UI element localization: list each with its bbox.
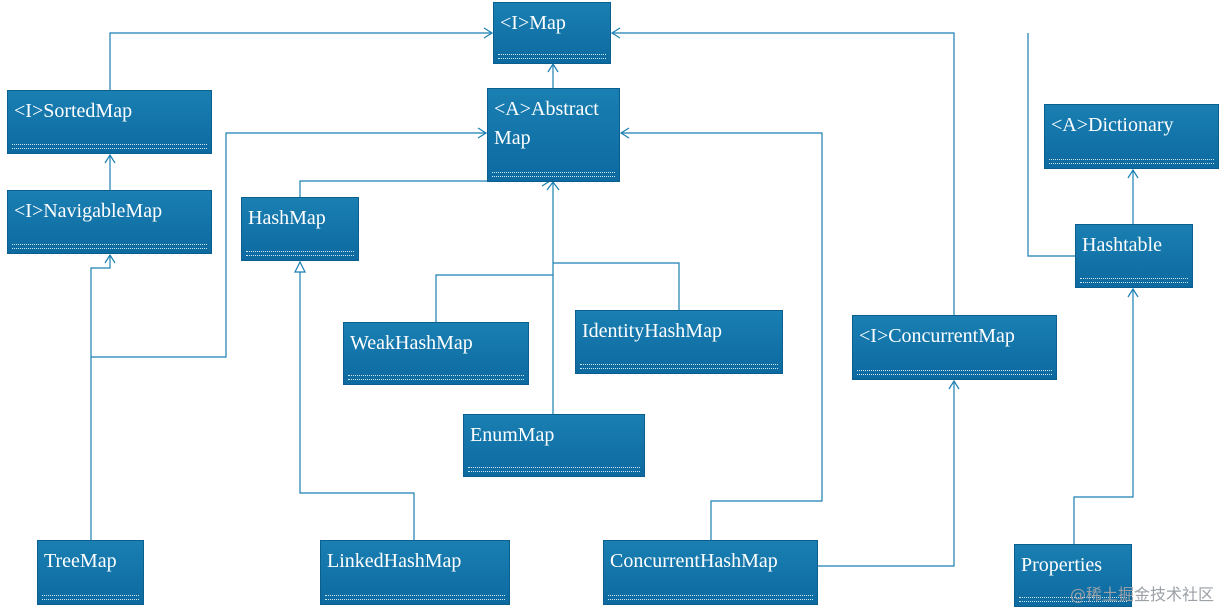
class-divider	[1049, 163, 1214, 164]
class-tree-map-label: TreeMap	[44, 550, 117, 572]
class-divider	[1049, 159, 1214, 160]
class-divider	[246, 251, 354, 252]
class-tree-map[interactable]: TreeMap	[37, 540, 144, 605]
class-properties[interactable]: Properties	[1014, 544, 1132, 607]
class-weak-hash-map[interactable]: WeakHashMap	[343, 322, 529, 385]
edge-concurrenthashmap-abstractmap	[621, 132, 823, 540]
class-divider	[325, 595, 505, 596]
arrowhead-abstractmap-right	[619, 127, 630, 139]
class-concurrent-hash-map-label: ConcurrentHashMap	[610, 550, 778, 572]
arrowhead-hashtable	[1127, 287, 1139, 298]
class-enum-map[interactable]: EnumMap	[463, 414, 645, 477]
class-divider	[1080, 278, 1188, 279]
class-divider	[12, 148, 207, 149]
class-navigable-map[interactable]: <I>NavigableMap	[7, 190, 212, 254]
edge-concurrenthashmap-concurrentmap	[818, 381, 955, 567]
class-divider	[857, 370, 1052, 371]
arrowhead-map-left	[483, 27, 494, 39]
arrowhead-map-bottom	[547, 62, 559, 73]
arrowhead-concurrentmap	[948, 379, 960, 390]
arrowhead-navigablemap	[104, 253, 116, 264]
class-divider	[468, 467, 640, 468]
class-divider	[1019, 601, 1127, 602]
class-divider	[492, 176, 615, 177]
edge-linkedhashmap-hashmap	[299, 262, 415, 540]
class-divider	[498, 54, 606, 55]
class-divider	[325, 599, 505, 600]
class-properties-label: Properties	[1021, 554, 1103, 576]
class-divider	[492, 172, 615, 173]
class-divider	[498, 58, 606, 59]
class-divider	[348, 375, 524, 376]
class-dictionary-label: <A>Dictionary	[1051, 114, 1174, 136]
class-divider	[1019, 597, 1127, 598]
class-divider	[580, 368, 778, 369]
class-divider	[42, 599, 139, 600]
class-divider	[12, 248, 207, 249]
class-divider	[608, 599, 813, 600]
class-concurrent-map-label: <I>ConcurrentMap	[859, 325, 1015, 347]
arrowhead-map-right	[610, 27, 621, 39]
class-divider	[468, 471, 640, 472]
class-hash-map-label: HashMap	[248, 207, 326, 229]
edge-hashtable-map	[1027, 33, 1075, 257]
watermark: @稀土掘金技术社区	[1069, 585, 1214, 604]
class-dictionary[interactable]: <A>Dictionary	[1044, 104, 1219, 169]
class-abstract-map-label: <A>AbstractMap	[494, 98, 599, 149]
class-linked-hash-map[interactable]: LinkedHashMap	[320, 540, 510, 605]
class-concurrent-map[interactable]: <I>ConcurrentMap	[852, 315, 1057, 380]
class-divider	[12, 144, 207, 145]
arrowhead-abstractmap-left	[477, 127, 488, 139]
class-divider	[246, 255, 354, 256]
class-hash-map[interactable]: HashMap	[241, 197, 359, 261]
arrowhead-abstractmap-bottom	[546, 181, 560, 191]
class-linked-hash-map-label: LinkedHashMap	[327, 550, 462, 572]
class-divider	[1080, 282, 1188, 283]
class-divider	[42, 595, 139, 596]
class-concurrent-hash-map[interactable]: ConcurrentHashMap	[603, 540, 818, 605]
class-hashtable[interactable]: Hashtable	[1075, 224, 1193, 288]
arrowhead-hashmap	[294, 260, 306, 273]
class-divider	[580, 364, 778, 365]
edge-identityhashmap-abstractmap	[553, 262, 680, 310]
class-navigable-map-label: <I>NavigableMap	[14, 200, 163, 222]
class-weak-hash-map-label: WeakHashMap	[350, 332, 473, 354]
class-map-label: <I>Map	[500, 12, 566, 34]
edge-hashmap-abstractmap	[299, 180, 550, 197]
edge-treemap-navigablemap	[90, 255, 111, 540]
edge-properties-hashtable	[1073, 289, 1134, 544]
class-abstract-map[interactable]: <A>AbstractMap	[487, 88, 620, 182]
edge-weakhashmap-abstractmap	[435, 274, 553, 322]
edge-sortedmap-map	[109, 32, 492, 90]
class-divider	[348, 379, 524, 380]
class-sorted-map[interactable]: <I>SortedMap	[7, 90, 212, 154]
class-divider	[12, 244, 207, 245]
class-identity-hash-map[interactable]: IdentityHashMap	[575, 310, 783, 374]
class-sorted-map-label: <I>SortedMap	[14, 100, 133, 122]
class-divider	[857, 374, 1052, 375]
edge-concurrentmap-map	[612, 32, 955, 315]
class-divider	[608, 595, 813, 596]
arrowhead-sortedmap	[104, 153, 116, 164]
class-identity-hash-map-label: IdentityHashMap	[582, 320, 722, 342]
edge-treemap-abstractmap	[91, 132, 486, 358]
class-hashtable-label: Hashtable	[1082, 234, 1162, 256]
arrowhead-dictionary	[1127, 168, 1139, 179]
class-enum-map-label: EnumMap	[470, 424, 555, 446]
class-map[interactable]: <I>Map	[493, 2, 611, 64]
